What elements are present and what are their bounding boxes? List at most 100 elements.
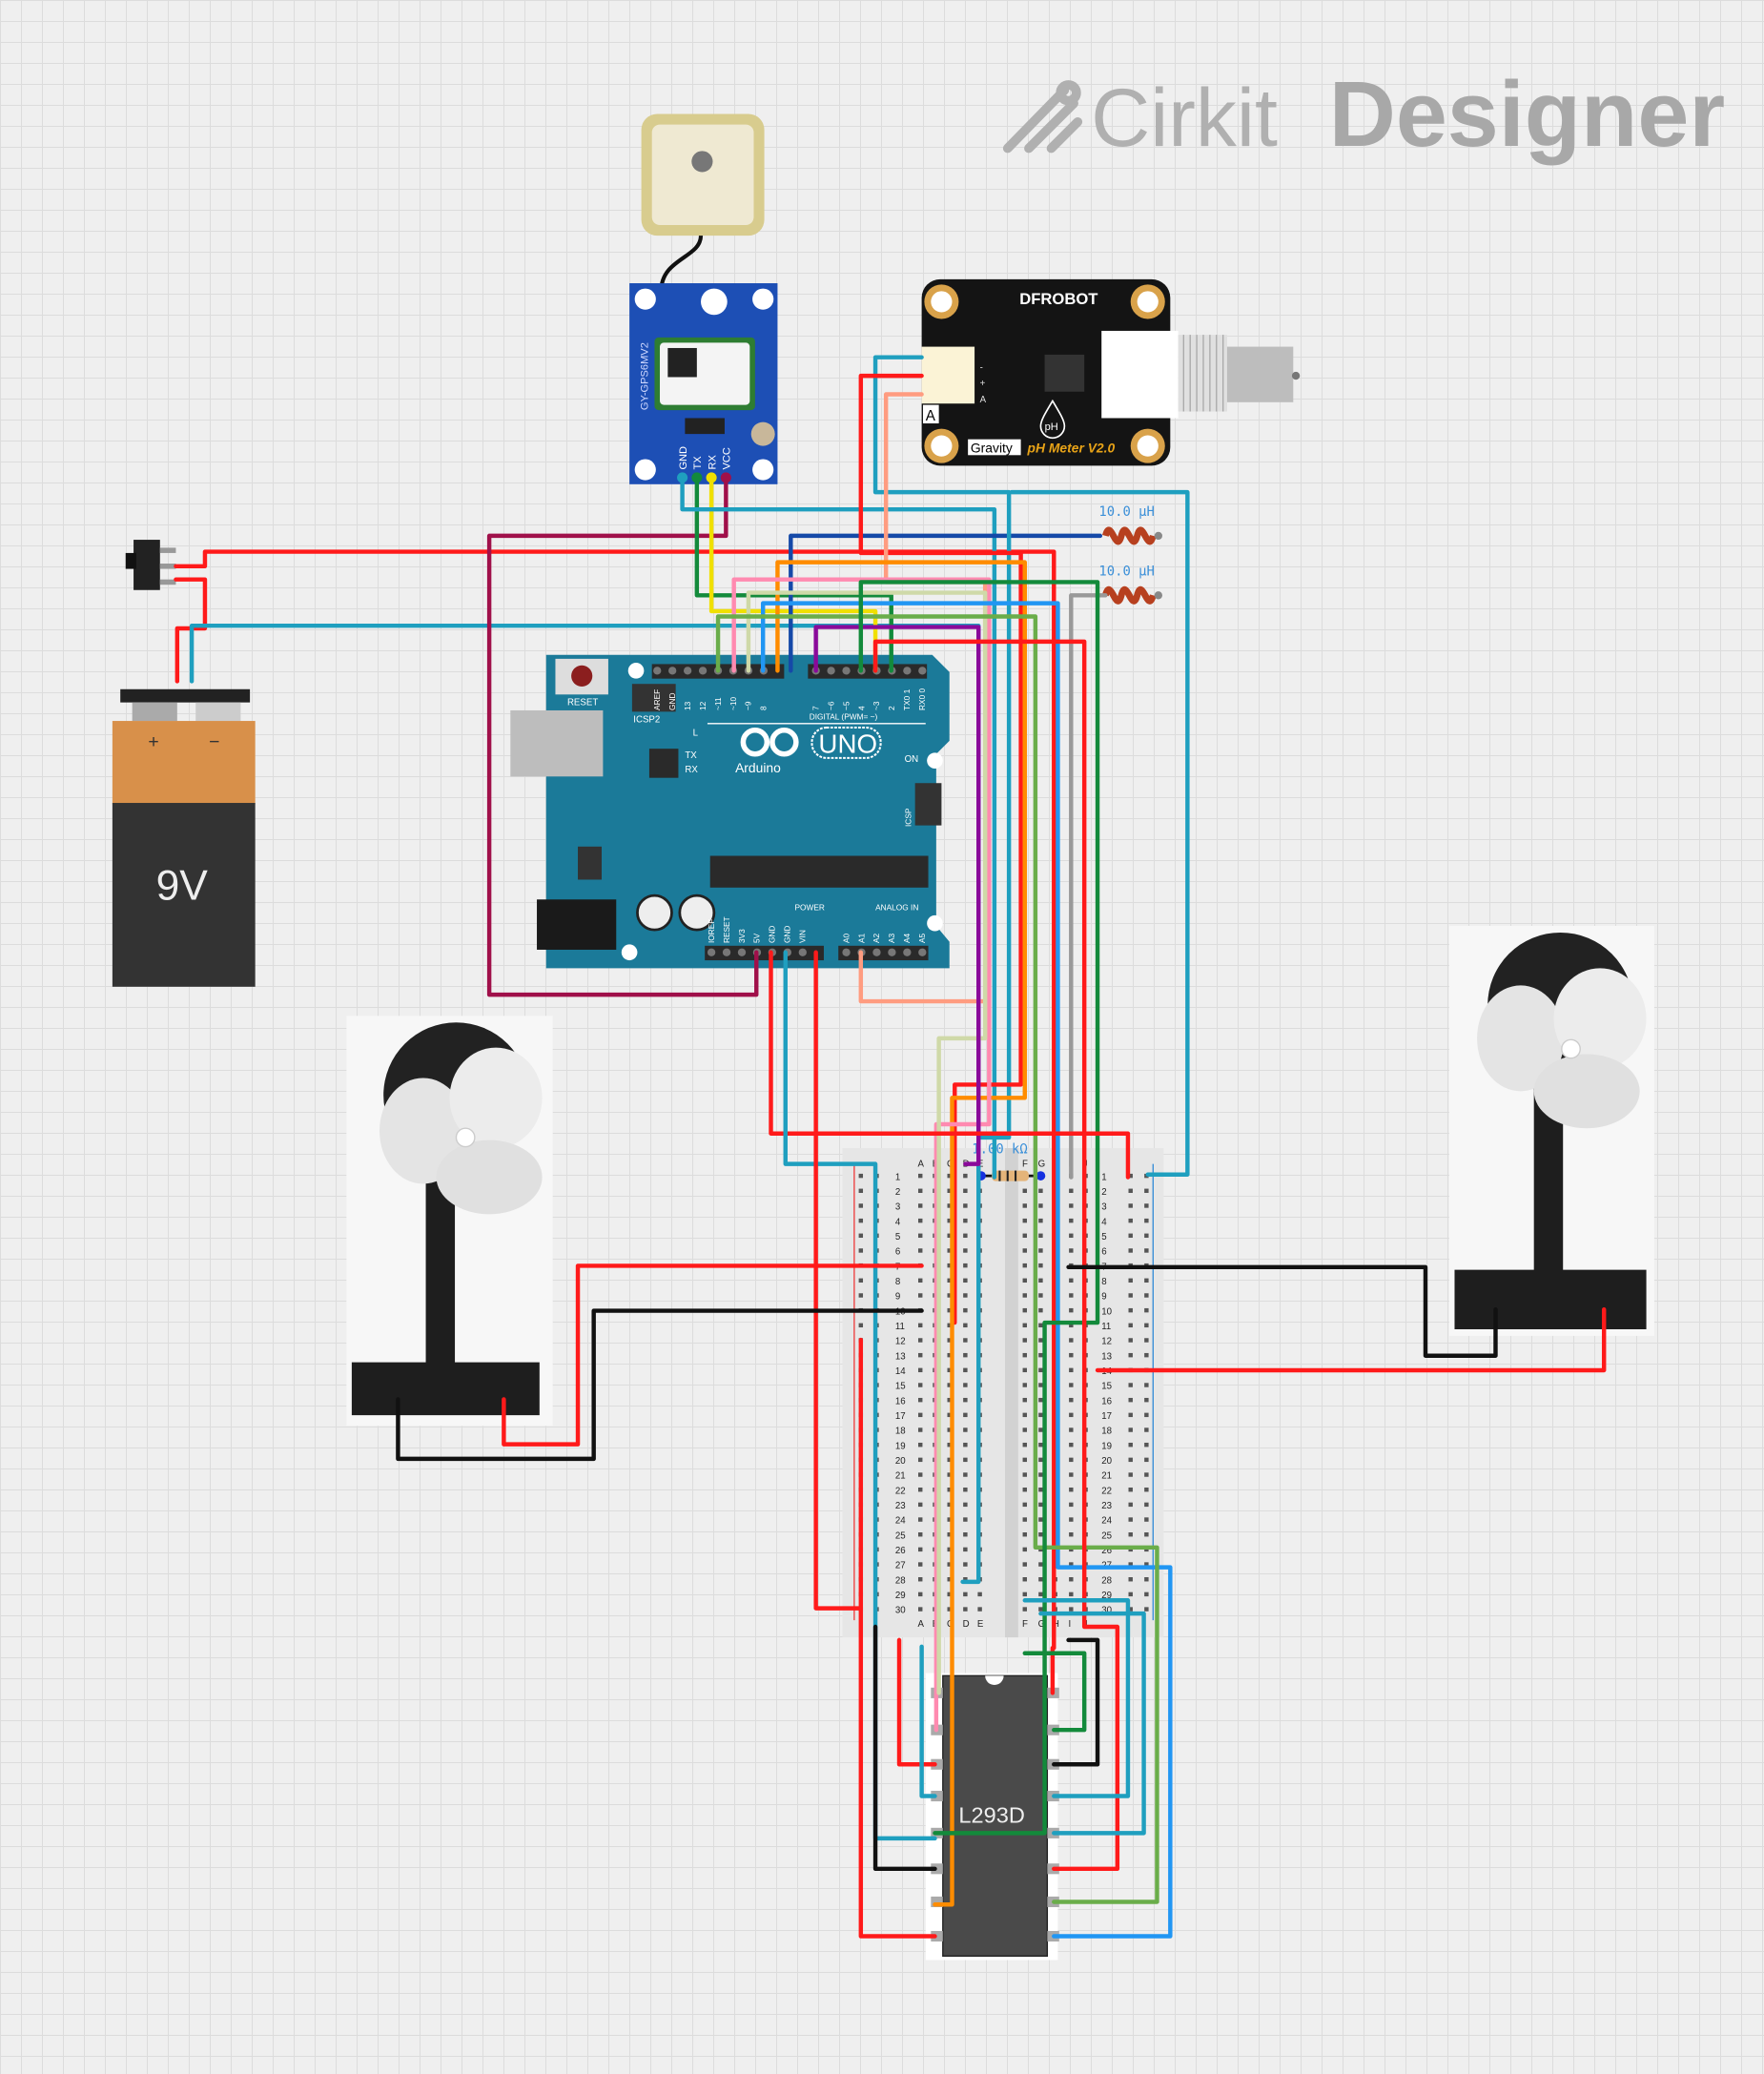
breadboard-hole[interactable] [977,1591,982,1597]
breadboard-hole[interactable] [1144,1591,1149,1597]
breadboard-hole[interactable] [1038,1383,1043,1387]
breadboard-hole[interactable] [1128,1397,1133,1403]
breadboard-hole[interactable] [947,1591,952,1597]
breadboard-hole[interactable] [1038,1427,1043,1432]
breadboard-hole[interactable] [963,1457,968,1463]
breadboard-hole[interactable] [1022,1307,1027,1313]
breadboard-hole[interactable] [1022,1263,1027,1268]
breadboard-hole[interactable] [947,1412,952,1418]
breadboard-hole[interactable] [1069,1457,1074,1463]
breadboard-hole[interactable] [1038,1487,1043,1492]
breadboard-hole[interactable] [963,1248,968,1253]
breadboard-hole[interactable] [963,1472,968,1477]
breadboard-hole[interactable] [1038,1457,1043,1463]
breadboard-hole[interactable] [963,1531,968,1537]
breadboard-hole[interactable] [947,1427,952,1432]
breadboard-hole[interactable] [947,1547,952,1552]
breadboard-hole[interactable] [1038,1367,1043,1373]
breadboard-hole[interactable] [1038,1442,1043,1448]
breadboard-hole[interactable] [1038,1591,1043,1597]
breadboard-hole[interactable] [1022,1233,1027,1239]
breadboard-hole[interactable] [1144,1531,1149,1537]
breadboard-hole[interactable] [1022,1502,1027,1508]
breadboard-hole[interactable] [1038,1562,1043,1567]
breadboard-hole[interactable] [963,1307,968,1313]
breadboard-hole[interactable] [963,1502,968,1508]
breadboard-hole[interactable] [1144,1218,1149,1223]
breadboard-hole[interactable] [1069,1472,1074,1477]
breadboard-hole[interactable] [1144,1457,1149,1463]
breadboard-hole[interactable] [1069,1383,1074,1387]
breadboard-hole[interactable] [947,1233,952,1239]
breadboard-hole[interactable] [1128,1607,1133,1612]
breadboard-hole[interactable] [977,1607,982,1612]
breadboard-hole[interactable] [1022,1442,1027,1448]
breadboard-hole[interactable] [917,1323,923,1328]
breadboard-hole[interactable] [1144,1427,1149,1432]
breadboard-hole[interactable] [947,1367,952,1373]
breadboard-hole[interactable] [1128,1173,1133,1179]
breadboard-hole[interactable] [1144,1577,1149,1582]
breadboard-hole[interactable] [1038,1338,1043,1343]
breadboard-hole[interactable] [1069,1397,1074,1403]
breadboard-hole[interactable] [1128,1278,1133,1283]
breadboard-hole[interactable] [1069,1338,1074,1343]
analog-pin[interactable] [872,948,881,956]
breadboard-hole[interactable] [963,1367,968,1373]
breadboard-hole[interactable] [963,1263,968,1268]
power-pin[interactable] [798,948,807,956]
breadboard-hole[interactable] [917,1457,923,1463]
breadboard-hole[interactable] [963,1397,968,1403]
power-pin[interactable] [707,948,716,956]
breadboard-hole[interactable] [963,1487,968,1492]
battery-9v[interactable]: + − 9V [112,688,256,987]
breadboard-hole[interactable] [1022,1338,1027,1343]
power-pin[interactable] [737,948,747,956]
breadboard-hole[interactable] [1144,1383,1149,1387]
breadboard-hole[interactable] [1128,1248,1133,1253]
breadboard-hole[interactable] [1128,1307,1133,1313]
breadboard-hole[interactable] [917,1383,923,1387]
breadboard-hole[interactable] [1069,1323,1074,1328]
breadboard-hole[interactable] [1022,1278,1027,1283]
breadboard-hole[interactable] [1038,1278,1043,1283]
breadboard-hole[interactable] [1144,1188,1149,1194]
breadboard-hole[interactable] [858,1218,864,1223]
breadboard-hole[interactable] [917,1517,923,1522]
breadboard-hole[interactable] [1038,1502,1043,1508]
breadboard-hole[interactable] [858,1173,864,1179]
breadboard-hole[interactable] [947,1218,952,1223]
breadboard-hole[interactable] [963,1442,968,1448]
breadboard-hole[interactable] [963,1412,968,1418]
breadboard-hole[interactable] [1128,1502,1133,1508]
breadboard-hole[interactable] [1038,1188,1043,1194]
inductor-1[interactable]: 10.0 µH [1098,504,1163,545]
breadboard-hole[interactable] [1022,1367,1027,1373]
breadboard-hole[interactable] [947,1397,952,1403]
breadboard-hole[interactable] [1022,1188,1027,1194]
breadboard-hole[interactable] [963,1607,968,1612]
breadboard-hole[interactable] [1128,1323,1133,1328]
breadboard-hole[interactable] [1022,1293,1027,1298]
breadboard-hole[interactable] [1022,1323,1027,1328]
breadboard-hole[interactable] [1069,1218,1074,1223]
breadboard-hole[interactable] [963,1218,968,1223]
power-pin[interactable] [722,948,731,956]
breadboard-hole[interactable] [1144,1517,1149,1522]
slide-switch[interactable] [125,540,176,590]
breadboard-hole[interactable] [1144,1442,1149,1448]
breadboard-hole[interactable] [1069,1203,1074,1208]
breadboard-hole[interactable] [1069,1412,1074,1418]
breadboard-hole[interactable] [947,1577,952,1582]
breadboard-hole[interactable] [1144,1397,1149,1403]
breadboard-hole[interactable] [1144,1487,1149,1492]
breadboard-hole[interactable] [917,1502,923,1508]
breadboard-hole[interactable] [1144,1412,1149,1418]
breadboard-hole[interactable] [947,1487,952,1492]
gps-pins[interactable] [677,472,731,483]
breadboard-hole[interactable] [947,1502,952,1508]
breadboard-hole[interactable] [1038,1412,1043,1418]
breadboard-hole[interactable] [1069,1502,1074,1508]
